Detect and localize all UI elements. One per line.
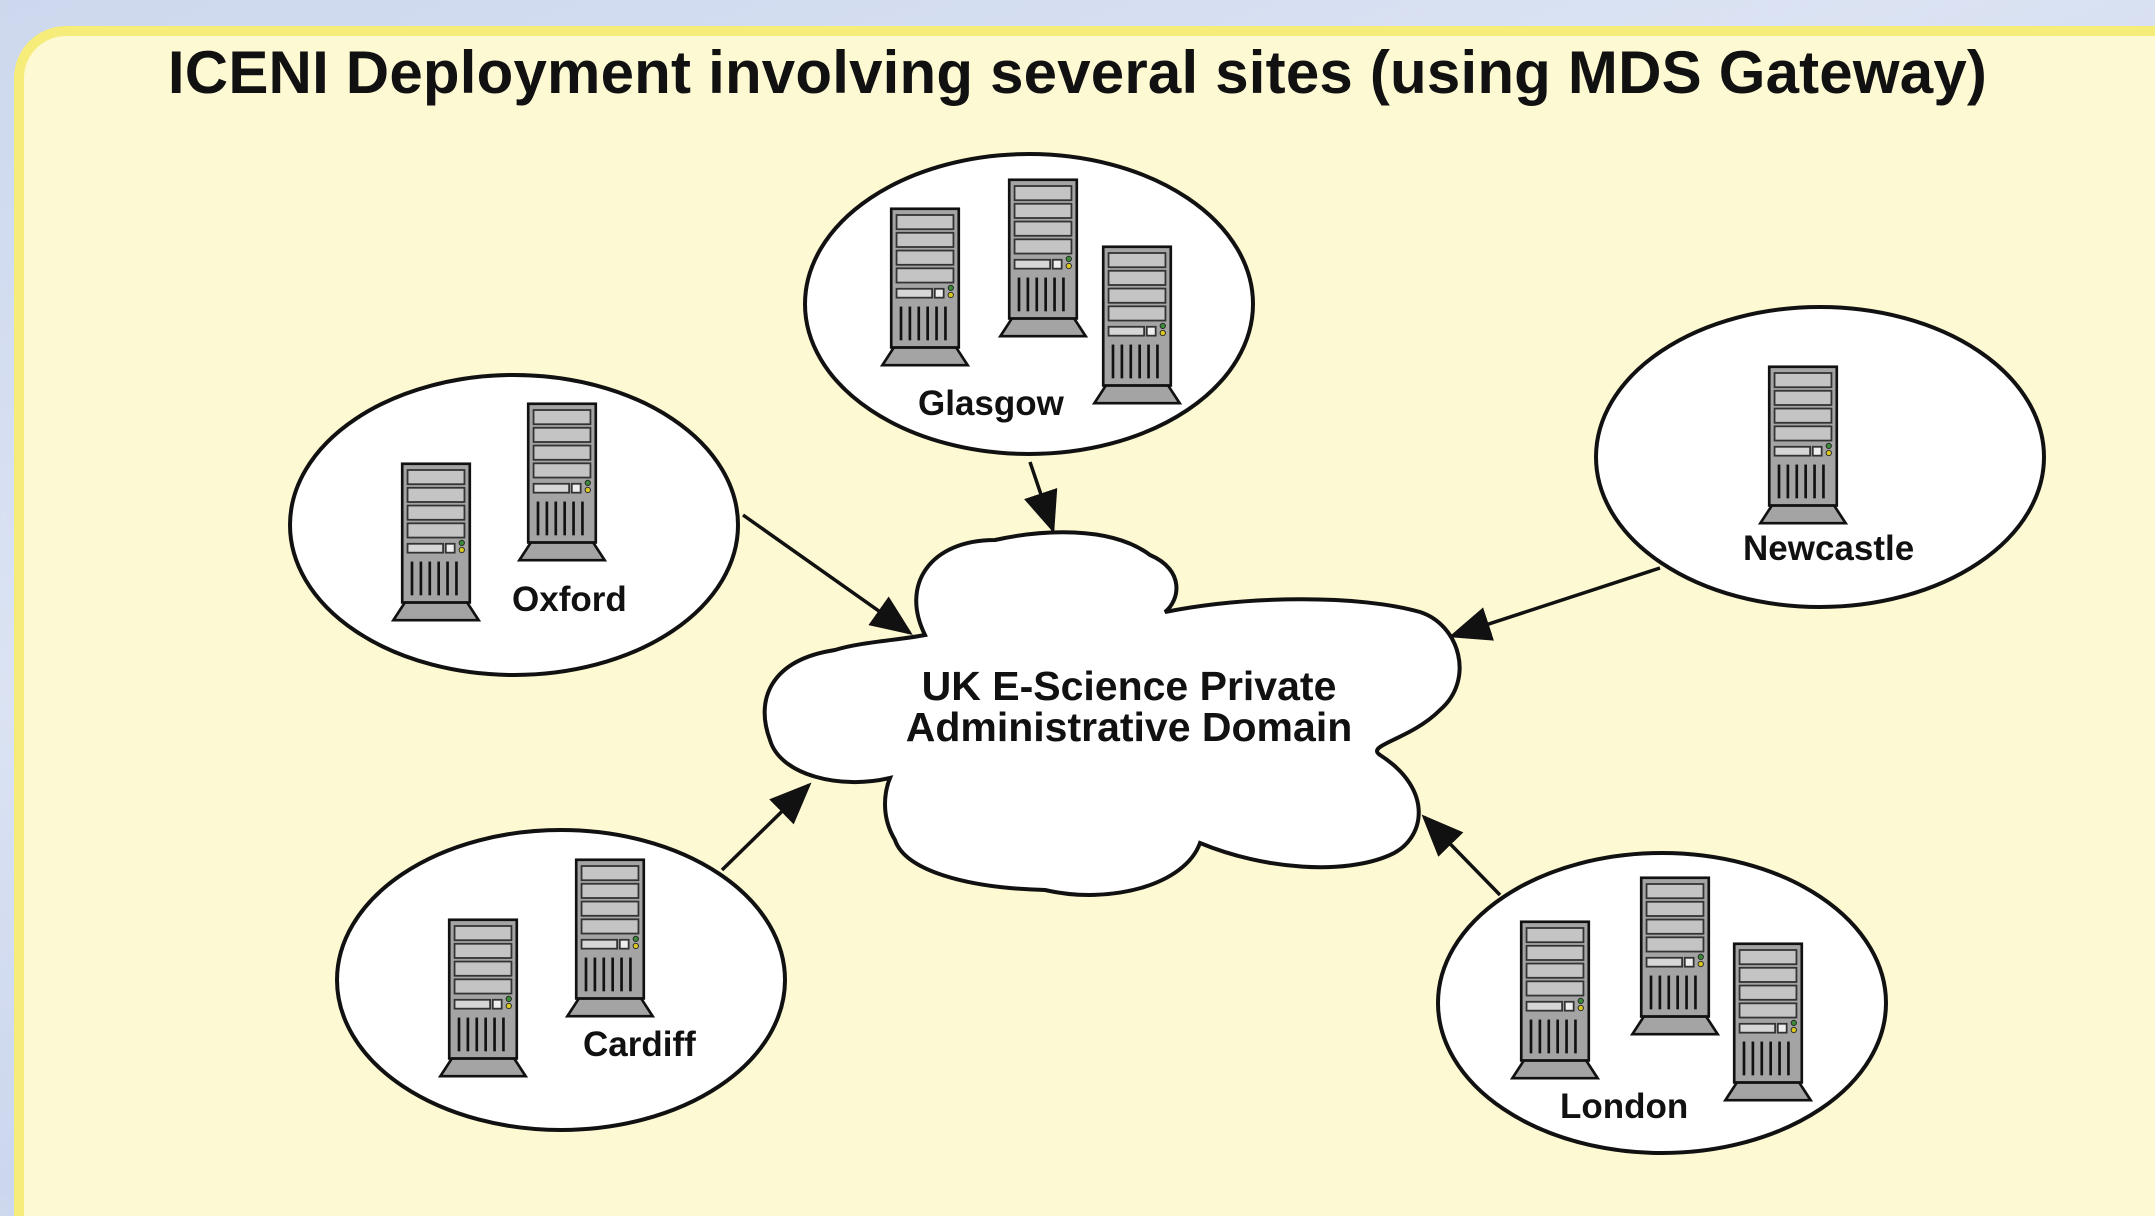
domain-label-line2: Administrative Domain <box>906 704 1353 750</box>
site-label-oxford: Oxford <box>512 580 627 619</box>
connection-arrows <box>720 461 1661 897</box>
site-boundary <box>288 373 740 677</box>
site-cardiff: Cardiff <box>335 828 787 1132</box>
private-domain-cloud: UK E-Science Private Administrative Doma… <box>762 530 1462 897</box>
arrow-newcastle <box>1448 566 1661 641</box>
server-tower-icon <box>517 402 607 562</box>
site-newcastle: Newcastle <box>1594 305 2046 609</box>
site-label-cardiff: Cardiff <box>583 1025 696 1064</box>
site-oxford: Oxford <box>288 373 740 677</box>
site-boundary <box>335 828 787 1132</box>
server-tower-icon <box>565 858 655 1018</box>
arrow-cardiff <box>720 782 812 872</box>
site-london: London <box>1436 851 1888 1155</box>
site-label-london: London <box>1560 1087 1688 1126</box>
domain-label-line1: UK E-Science Private <box>922 663 1337 709</box>
server-tower-icon <box>1630 876 1720 1036</box>
site-label-glasgow: Glasgow <box>918 384 1065 423</box>
server-tower-icon <box>391 462 481 622</box>
server-tower-icon <box>1510 920 1600 1080</box>
server-tower-icon <box>438 918 528 1078</box>
server-tower-icon <box>1723 942 1813 1102</box>
arrow-oxford <box>741 513 913 636</box>
page-title: ICENI Deployment involving several sites… <box>167 39 1988 106</box>
server-tower-icon <box>998 178 1088 338</box>
site-glasgow: Glasgow <box>803 152 1255 456</box>
arrow-glasgow <box>1024 461 1058 534</box>
server-tower-icon <box>1092 245 1182 405</box>
server-tower-icon <box>1758 365 1848 525</box>
cloud-icon <box>762 530 1462 897</box>
site-label-newcastle: Newcastle <box>1743 529 1914 568</box>
server-tower-icon <box>880 207 970 367</box>
arrow-london <box>1421 814 1502 897</box>
